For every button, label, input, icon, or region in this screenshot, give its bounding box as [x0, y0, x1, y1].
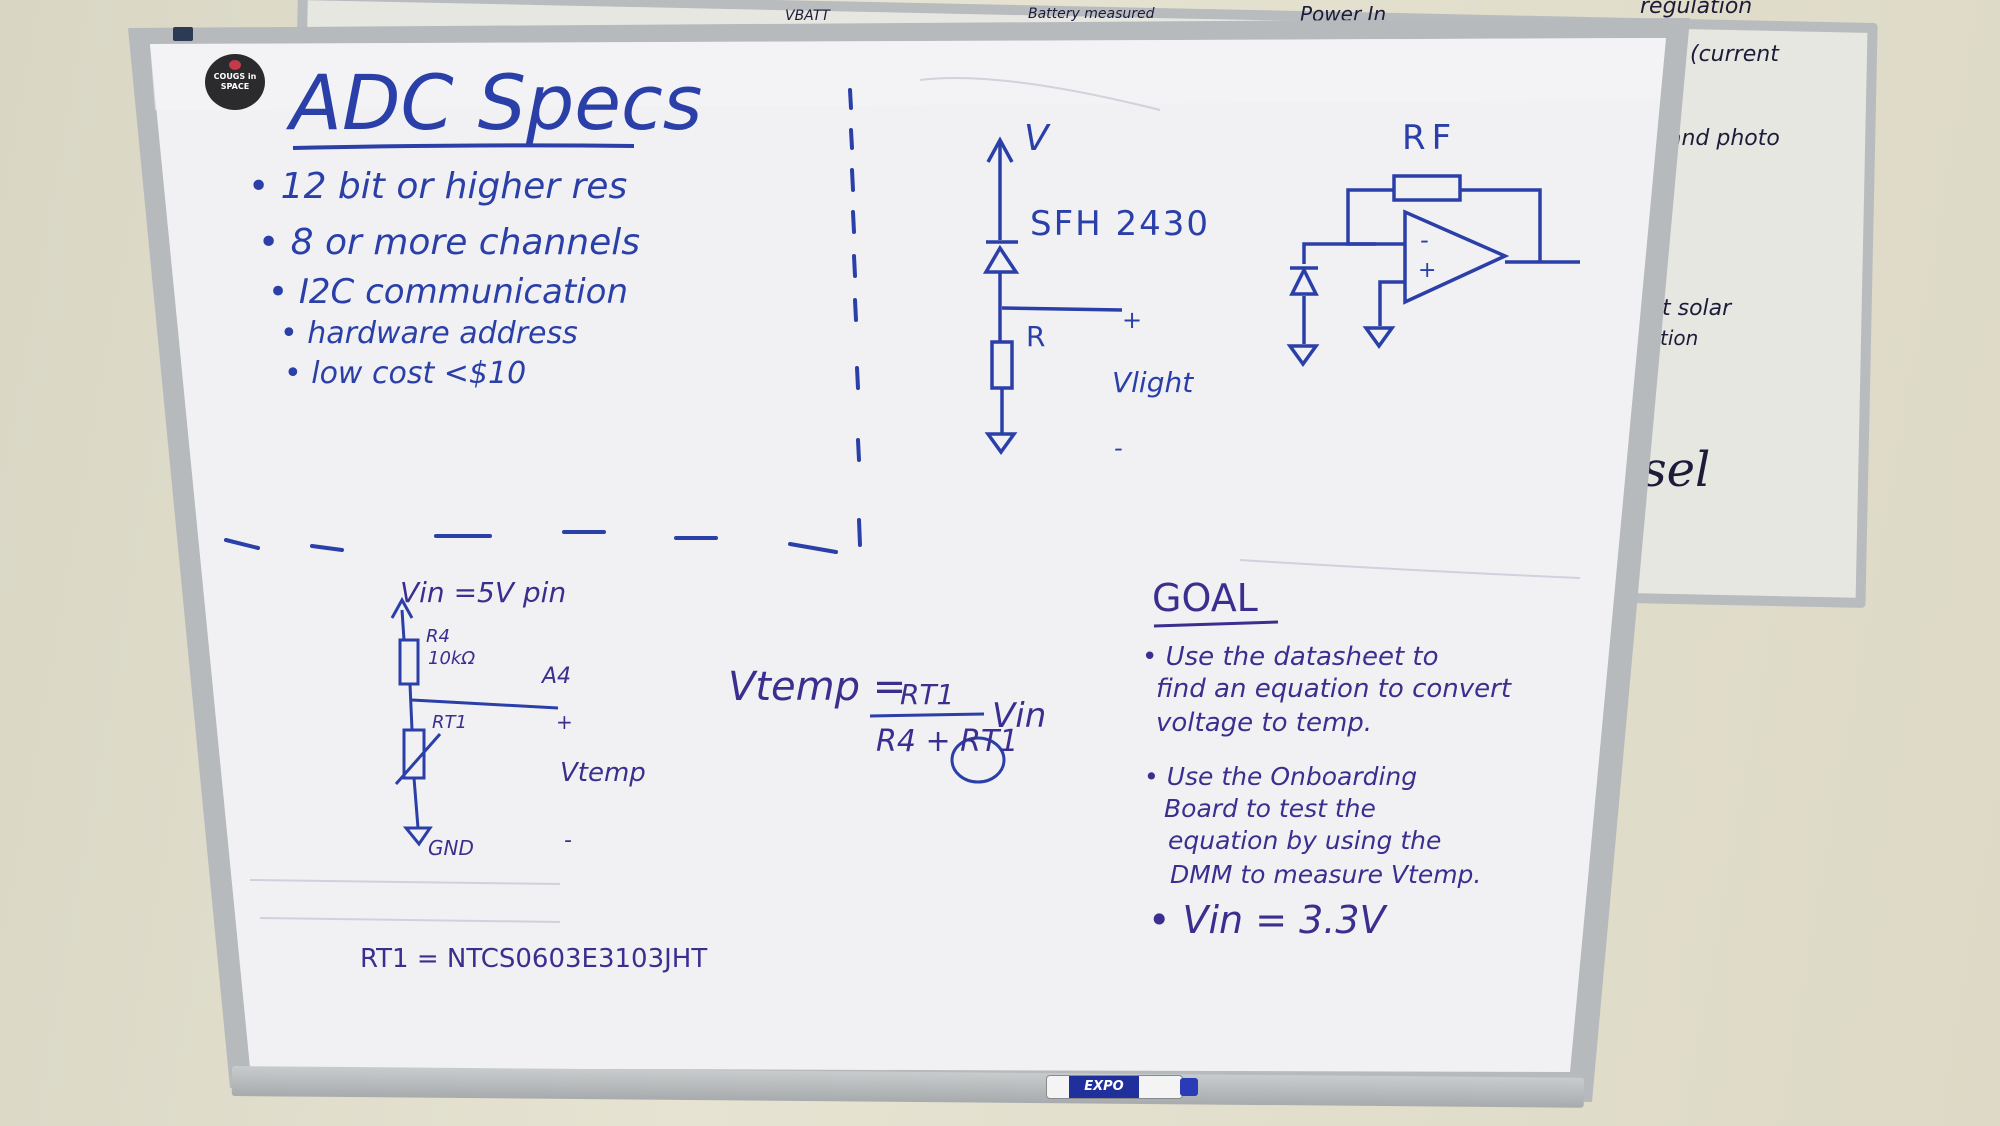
gnd-label: GND: [428, 836, 474, 860]
bg-line-current: (current: [1690, 42, 1779, 67]
opamp-minus-label: -: [1420, 226, 1429, 254]
goal-item1-line2: find an equation to convert: [1156, 674, 1512, 704]
expo-marker: EXPO: [1046, 1075, 1198, 1099]
whiteboard-surface: [150, 38, 1666, 1072]
thermistor-circuit: [390, 596, 559, 847]
spec-item-channels: • 8 or more channels: [258, 222, 640, 263]
photodiode-plus: +: [1122, 306, 1143, 334]
bg-line-sel: sel: [1642, 442, 1711, 498]
thermistor-output-label: Vtemp: [560, 758, 646, 788]
bg-line-solar: t solar: [1662, 296, 1732, 321]
marker-cap: [1180, 1078, 1198, 1096]
goal-heading: GOAL: [1152, 576, 1258, 620]
marker-label: EXPO: [1069, 1076, 1139, 1098]
title-underline: [292, 143, 635, 150]
photodiode-supply-label: V: [1024, 118, 1049, 159]
vertical-divider: [848, 88, 862, 547]
photodiode-circuit: [982, 136, 1123, 455]
goal-underline: [1153, 620, 1279, 628]
cougs-in-space-logo: COUGS in SPACE: [205, 54, 265, 110]
goal-item2-line1: • Use the Onboarding: [1144, 762, 1418, 791]
equation-numerator: RT1: [900, 678, 955, 711]
spec-item-hardware-address: • hardware address: [280, 316, 578, 351]
photodiode-output-label: Vlight: [1112, 366, 1194, 399]
bg-snippet-vbatt: VBATT: [785, 8, 830, 24]
opamp-plus-label: +: [1418, 258, 1437, 283]
rt1-label: RT1: [432, 712, 467, 733]
r4-value-label: 10kΩ: [428, 648, 476, 669]
bg-line-photo: and photo: [1668, 126, 1780, 151]
photodiode-resistor-label: R: [1026, 320, 1046, 353]
thermistor-part-note: RT1 = NTCS0603E3103JHT: [360, 944, 708, 974]
spec-item-resolution: • 12 bit or higher res: [248, 166, 628, 207]
opamp-feedback-label: RF: [1402, 118, 1458, 158]
equation-marks: [869, 712, 1006, 784]
bg-line-regulation: regulation: [1640, 0, 1753, 19]
adc-specs-title: ADC Specs: [290, 58, 703, 147]
goal-item2-line2: Board to test the: [1164, 794, 1376, 823]
goal-item3: • Vin = 3.3V: [1148, 898, 1386, 942]
bg-line-tion: tion: [1660, 326, 1699, 350]
thermistor-plus: +: [556, 710, 573, 734]
equation-lhs: Vtemp =: [728, 664, 907, 710]
r4-label: R4: [426, 626, 450, 647]
photodiode-part-label: SFH 2430: [1030, 204, 1211, 244]
spec-item-i2c: • I2C communication: [268, 272, 629, 312]
thermistor-minus: -: [564, 828, 572, 853]
goal-item1-line3: voltage to temp.: [1156, 708, 1373, 738]
photodiode-minus: -: [1114, 434, 1123, 462]
goal-item1-line1: • Use the datasheet to: [1142, 642, 1439, 672]
horizontal-divider: [224, 530, 838, 554]
equation-denominator: R4 + RT1: [876, 724, 1019, 759]
opamp-circuit: [1286, 174, 1580, 367]
equation-factor: Vin: [992, 696, 1047, 736]
goal-item2-line3: equation by using the: [1168, 826, 1442, 855]
spec-item-low-cost: • low cost <$10: [284, 356, 527, 391]
logo-text: COUGS in SPACE: [213, 72, 257, 91]
thermistor-supply-label: Vin =5V pin: [400, 576, 567, 609]
corner-tag: [173, 27, 193, 41]
goal-item2-line4: DMM to measure Vtemp.: [1170, 860, 1482, 889]
bg-snippet-battery: Battery measured: [1028, 6, 1155, 22]
pin-a4-label: A4: [542, 664, 572, 689]
logo-emblem: [229, 60, 241, 70]
